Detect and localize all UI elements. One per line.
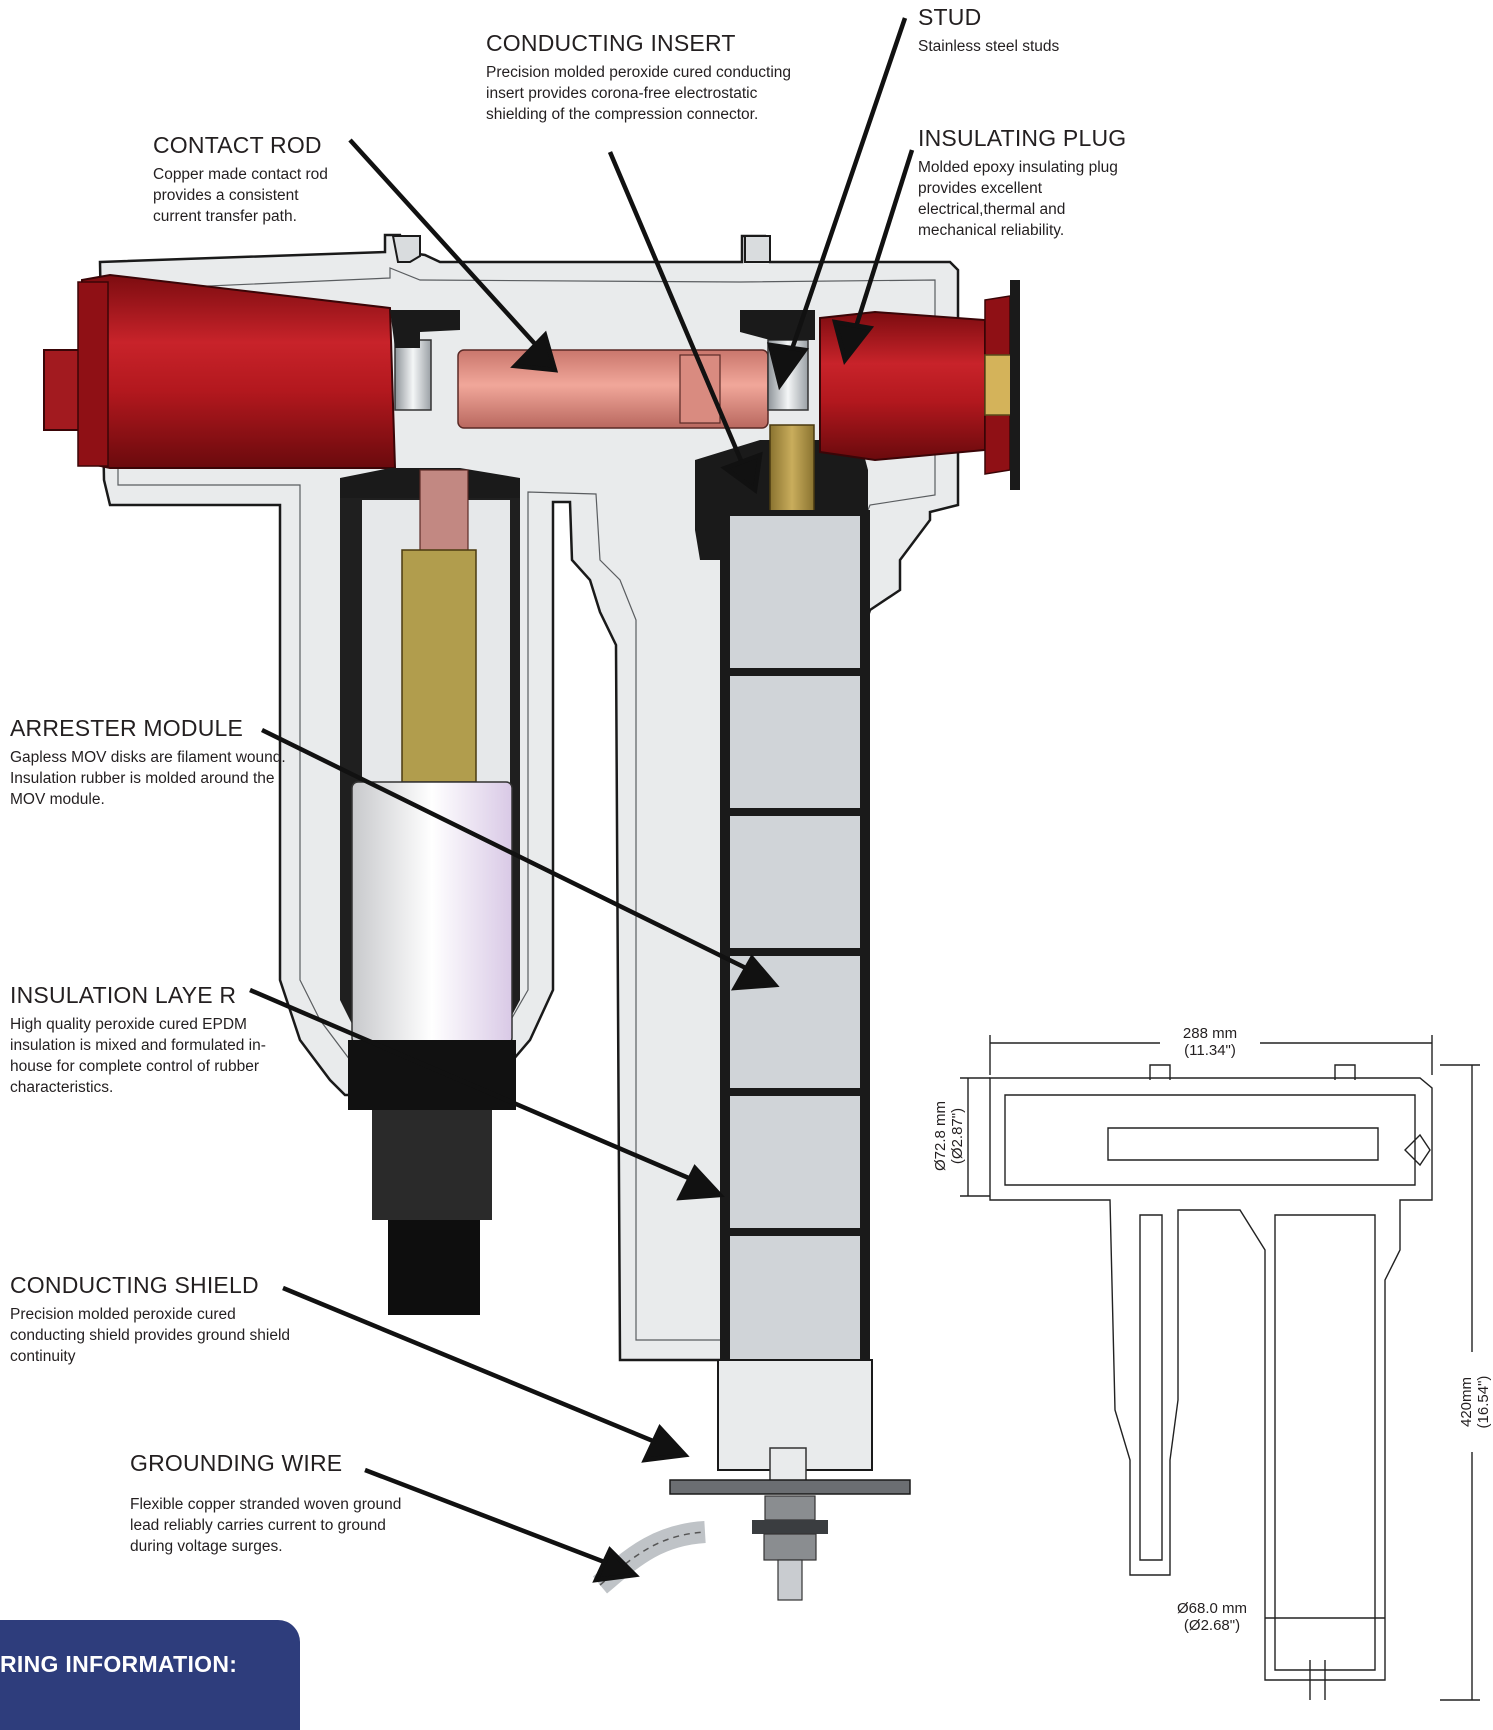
dimension-in: (Ø2.68") <box>1183 1617 1241 1634</box>
body-diameter-label: Ø68.0 mm (Ø2.68") <box>1160 1600 1264 1634</box>
mov-block <box>351 781 513 1045</box>
callout-description: Stainless steel studs <box>918 38 1060 55</box>
ordering-information-label: RING INFORMATION: <box>0 1651 238 1677</box>
stud <box>769 424 815 516</box>
dimension-mm: Ø72.8 mm <box>932 1100 949 1172</box>
main-cutaway <box>43 233 1020 1601</box>
callout-title: STUD <box>918 4 982 30</box>
callout-title: GROUNDING WIRE <box>130 1450 343 1476</box>
callout-description: Precision molded peroxide cured conducti… <box>486 64 792 123</box>
dimension-in: (11.34") <box>1184 1042 1236 1059</box>
callout-insulation-layer: INSULATION LAYE R High quality peroxide … <box>10 982 285 1098</box>
left-red-cone <box>81 273 397 469</box>
callout-description: High quality peroxide cured EPDM insulat… <box>10 1016 266 1096</box>
callout-title: CONDUCTING SHIELD <box>10 1272 259 1298</box>
callout-stud: STUD Stainless steel studs <box>918 4 1138 57</box>
dimension-mm: 420mm <box>1458 1376 1475 1428</box>
bushing-diameter-label: Ø72.8 mm (Ø2.87") <box>932 1086 968 1186</box>
leader-arrows <box>249 17 915 1583</box>
dimension-mm: 288 mm <box>1182 1025 1238 1042</box>
height-dimension-label: 420mm (16.54") <box>1458 1352 1493 1452</box>
dimension-in: (Ø2.87") <box>949 1107 966 1165</box>
mov-disk-stack <box>730 516 860 1466</box>
callout-description: Gapless MOV disks are filament wound. In… <box>10 749 286 808</box>
callout-title: INSULATION LAYE R <box>10 982 237 1008</box>
callout-conducting-insert: CONDUCTING INSERT Precision molded perox… <box>486 30 816 125</box>
callout-description: Copper made contact rod provides a consi… <box>153 166 328 225</box>
callout-description: Flexible copper stranded woven ground le… <box>130 1496 402 1555</box>
ordering-information-banner: RING INFORMATION: <box>0 1620 300 1730</box>
width-dimension-label: 288 mm (11.34") <box>1160 1025 1260 1059</box>
callout-insulating-plug: INSULATING PLUG Molded epoxy insulating … <box>918 125 1127 241</box>
dimension-in: (16.54") <box>1475 1375 1492 1429</box>
callout-contact-rod: CONTACT ROD Copper made contact rod prov… <box>153 132 343 227</box>
callout-grounding-wire: GROUNDING WIRE Flexible copper stranded … <box>130 1450 410 1557</box>
callout-conducting-shield: CONDUCTING SHIELD Precision molded perox… <box>10 1272 295 1367</box>
callout-description: Molded epoxy insulating plug provides ex… <box>918 159 1118 239</box>
callout-title: CONTACT ROD <box>153 132 322 158</box>
callout-arrester-module: ARRESTER MODULE Gapless MOV disks are fi… <box>10 715 290 810</box>
callout-title: INSULATING PLUG <box>918 125 1127 151</box>
dimension-drawing <box>960 1035 1480 1701</box>
callout-description: Precision molded peroxide cured conducti… <box>10 1306 291 1365</box>
callout-title: ARRESTER MODULE <box>10 715 244 741</box>
callout-title: CONDUCTING INSERT <box>486 30 736 56</box>
dimension-mm: Ø68.0 mm <box>1176 1600 1248 1617</box>
